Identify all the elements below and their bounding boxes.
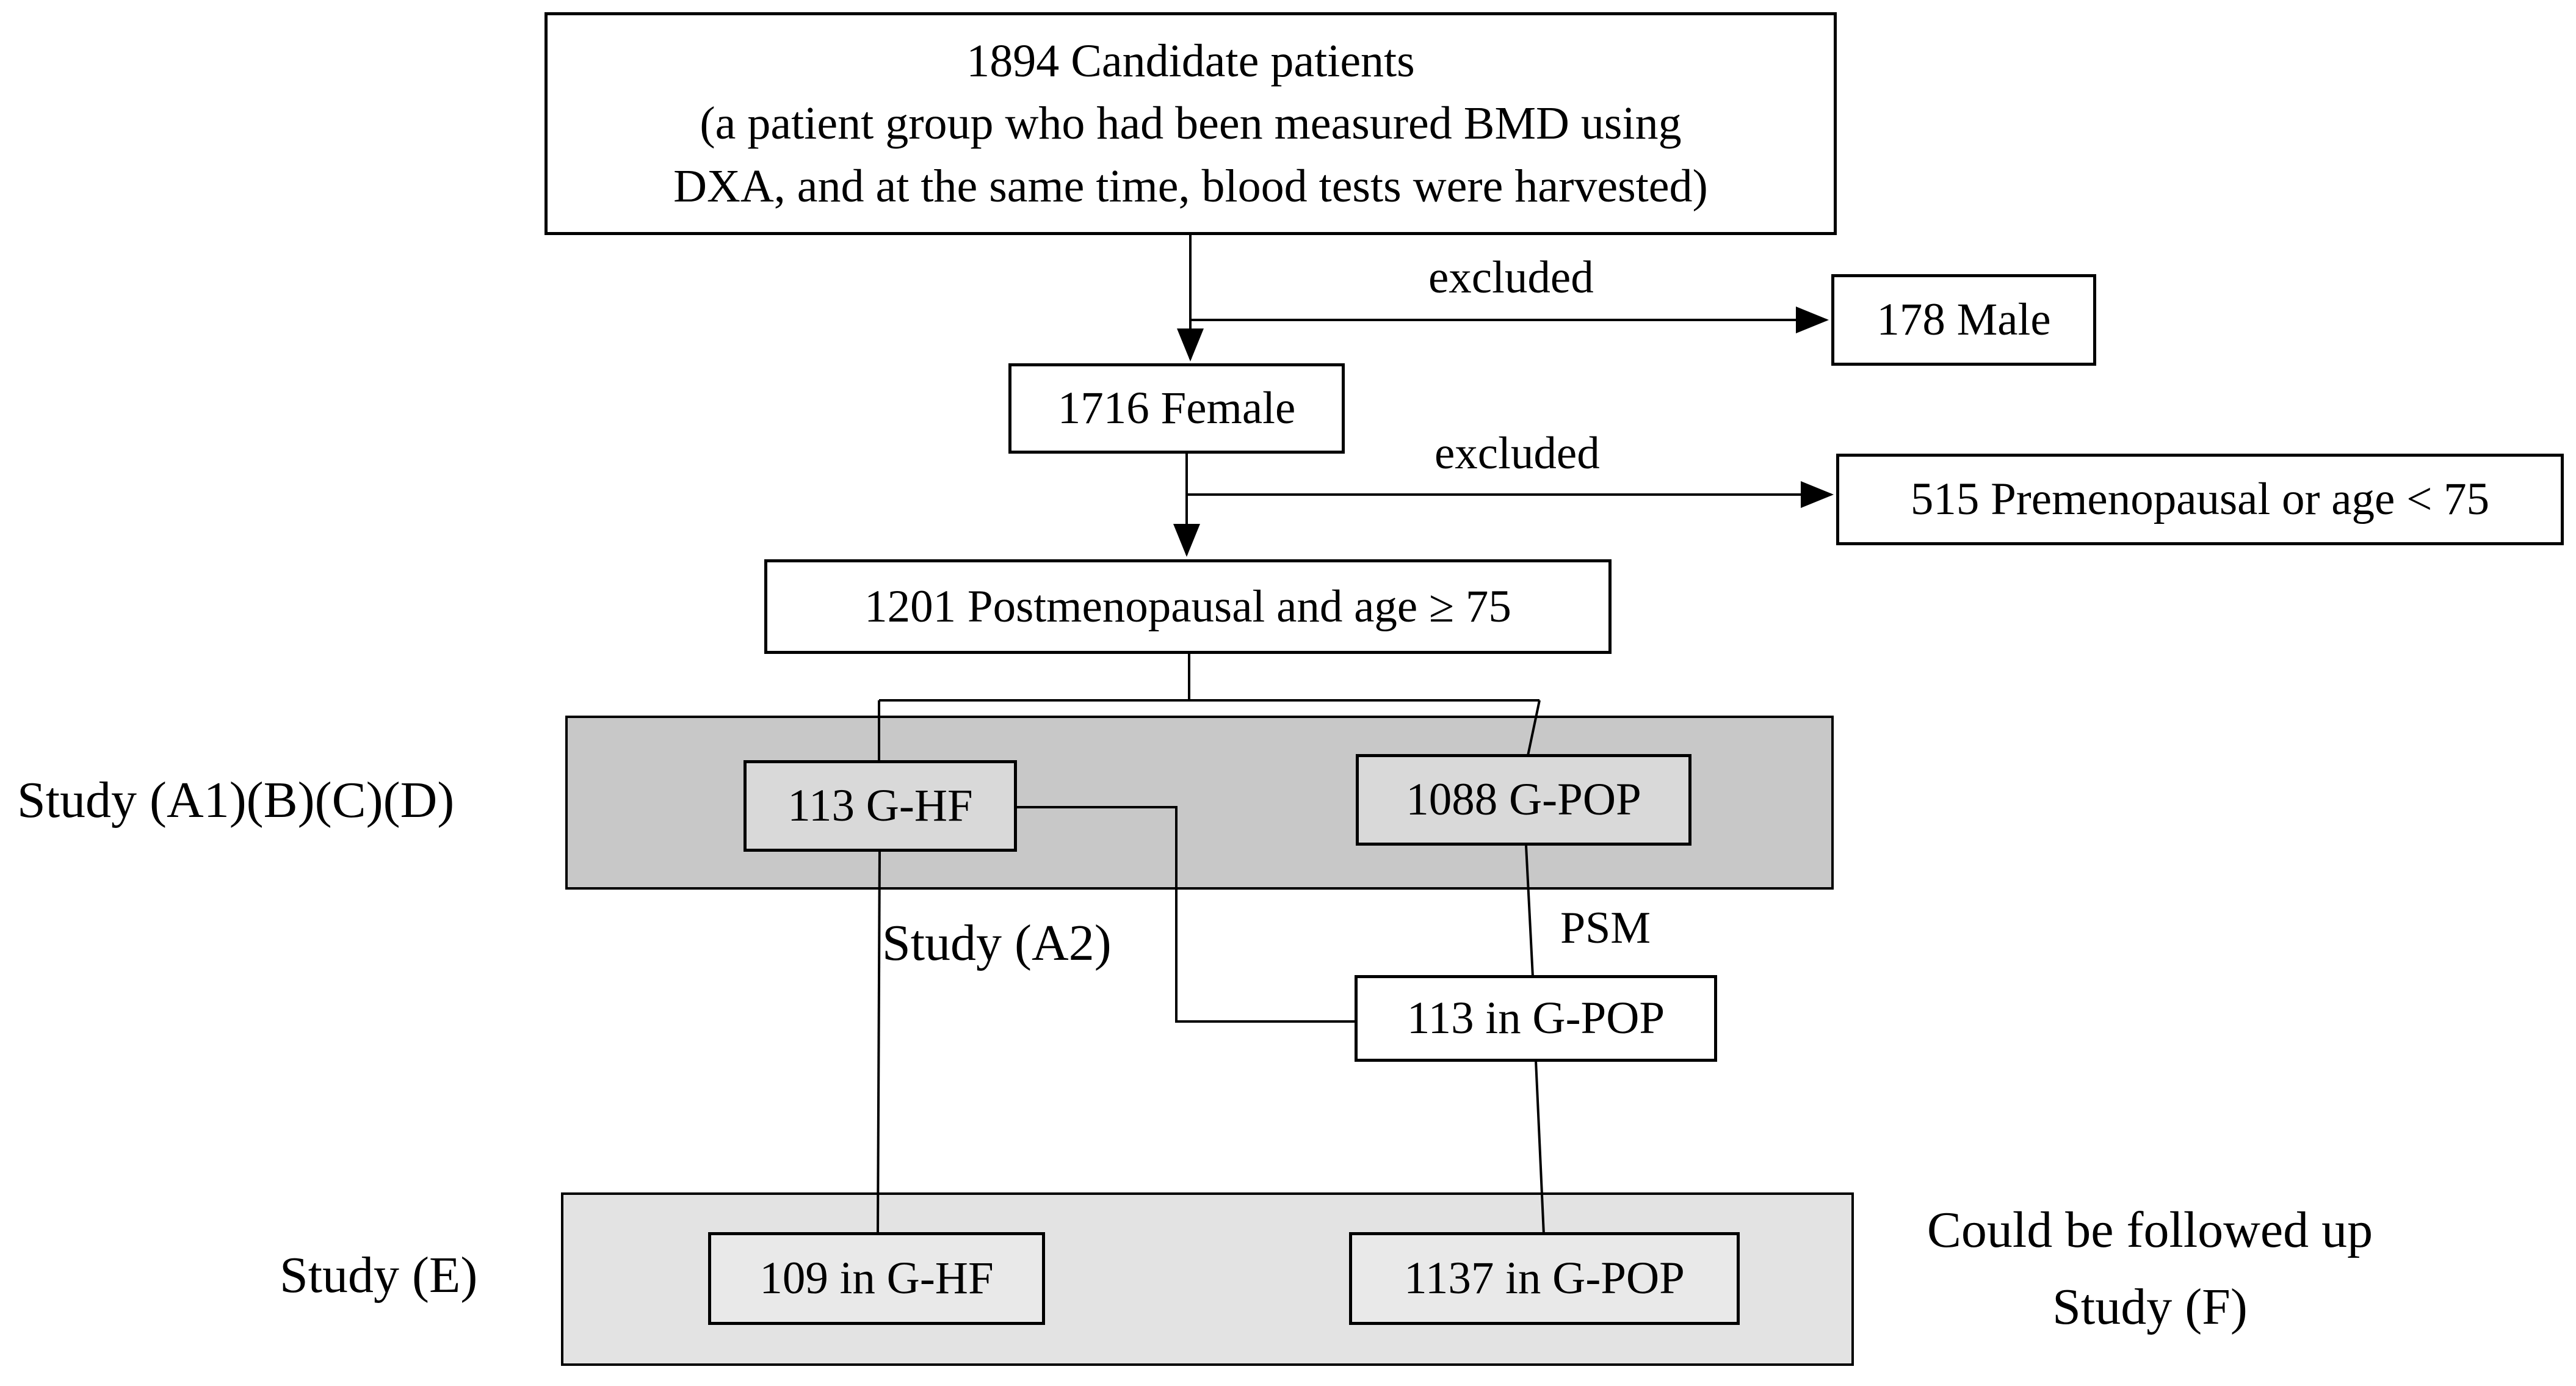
label-study-e: Study (E) [280,1247,478,1304]
candidates-line3: DXA, and at the same time, blood tests w… [673,160,1708,212]
label-followup-line1: Could be followed up [1927,1202,2373,1258]
box-g-pop-followup: 1137 in G-POP [1349,1232,1740,1325]
box-g-hf: 113 G-HF [743,760,1017,852]
edge-to-gpop [1526,700,1541,759]
label-excluded-1: excluded [1428,252,1594,303]
box-g-pop: 1088 G-POP [1356,754,1691,846]
label-followup: Could be followed up Study (F) [1863,1192,2437,1346]
box-g-hf-followup: 109 in G-HF [708,1232,1045,1325]
candidates-line1: 1894 Candidate patients [966,35,1415,87]
edge-ghf-to-followup [877,849,881,1235]
edge-psm [1525,845,1534,978]
candidates-line2: (a patient group who had been measured B… [700,98,1682,150]
label-excluded-2: excluded [1435,428,1600,479]
label-study-a2: Study (A2) [882,915,1112,971]
label-study-abcd: Study (A1)(B)(C)(D) [17,772,455,829]
box-candidate-patients: 1894 Candidate patients (a patient group… [545,12,1837,235]
box-psm-g-pop: 113 in G-POP [1355,975,1717,1062]
box-male: 178 Male [1831,274,2096,366]
label-psm: PSM [1560,903,1651,953]
label-followup-line2: Study (F) [2052,1279,2248,1335]
edge-psm-to-followup [1535,1060,1545,1235]
edge-study-a2 [999,806,1356,1023]
box-premenopausal: 515 Premenopausal or age < 75 [1836,454,2564,545]
box-female: 1716 Female [1008,363,1345,454]
box-postmenopausal: 1201 Postmenopausal and age ≥ 75 [764,559,1612,654]
